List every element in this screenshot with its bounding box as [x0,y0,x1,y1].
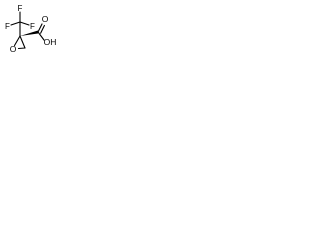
bond-c-to-carbonyl-o-double [40,24,45,34]
wedge-bond-c2-to-carboxyl [20,30,38,36]
bond-c2-to-ring-o [13,35,21,47]
bond-c2-to-c3 [19,35,26,49]
bond-cf3-f-right [19,21,30,26]
structure-bonds [10,11,45,50]
bond-cf3-f-left [10,21,21,26]
label-f-left: F [5,22,10,31]
chemical-structure-diagram: F F F O O OH [5,4,57,54]
label-carbonyl-oxygen: O [42,14,49,24]
bond-ring-o-to-c3 [17,47,26,50]
label-hydroxyl: OH [44,37,57,47]
label-f-top: F [18,4,23,13]
label-ring-oxygen: O [10,44,17,54]
bond-c-to-hydroxyl [37,31,45,41]
bond-c-to-carbonyl-o [37,23,43,33]
label-f-right: F [30,22,35,31]
